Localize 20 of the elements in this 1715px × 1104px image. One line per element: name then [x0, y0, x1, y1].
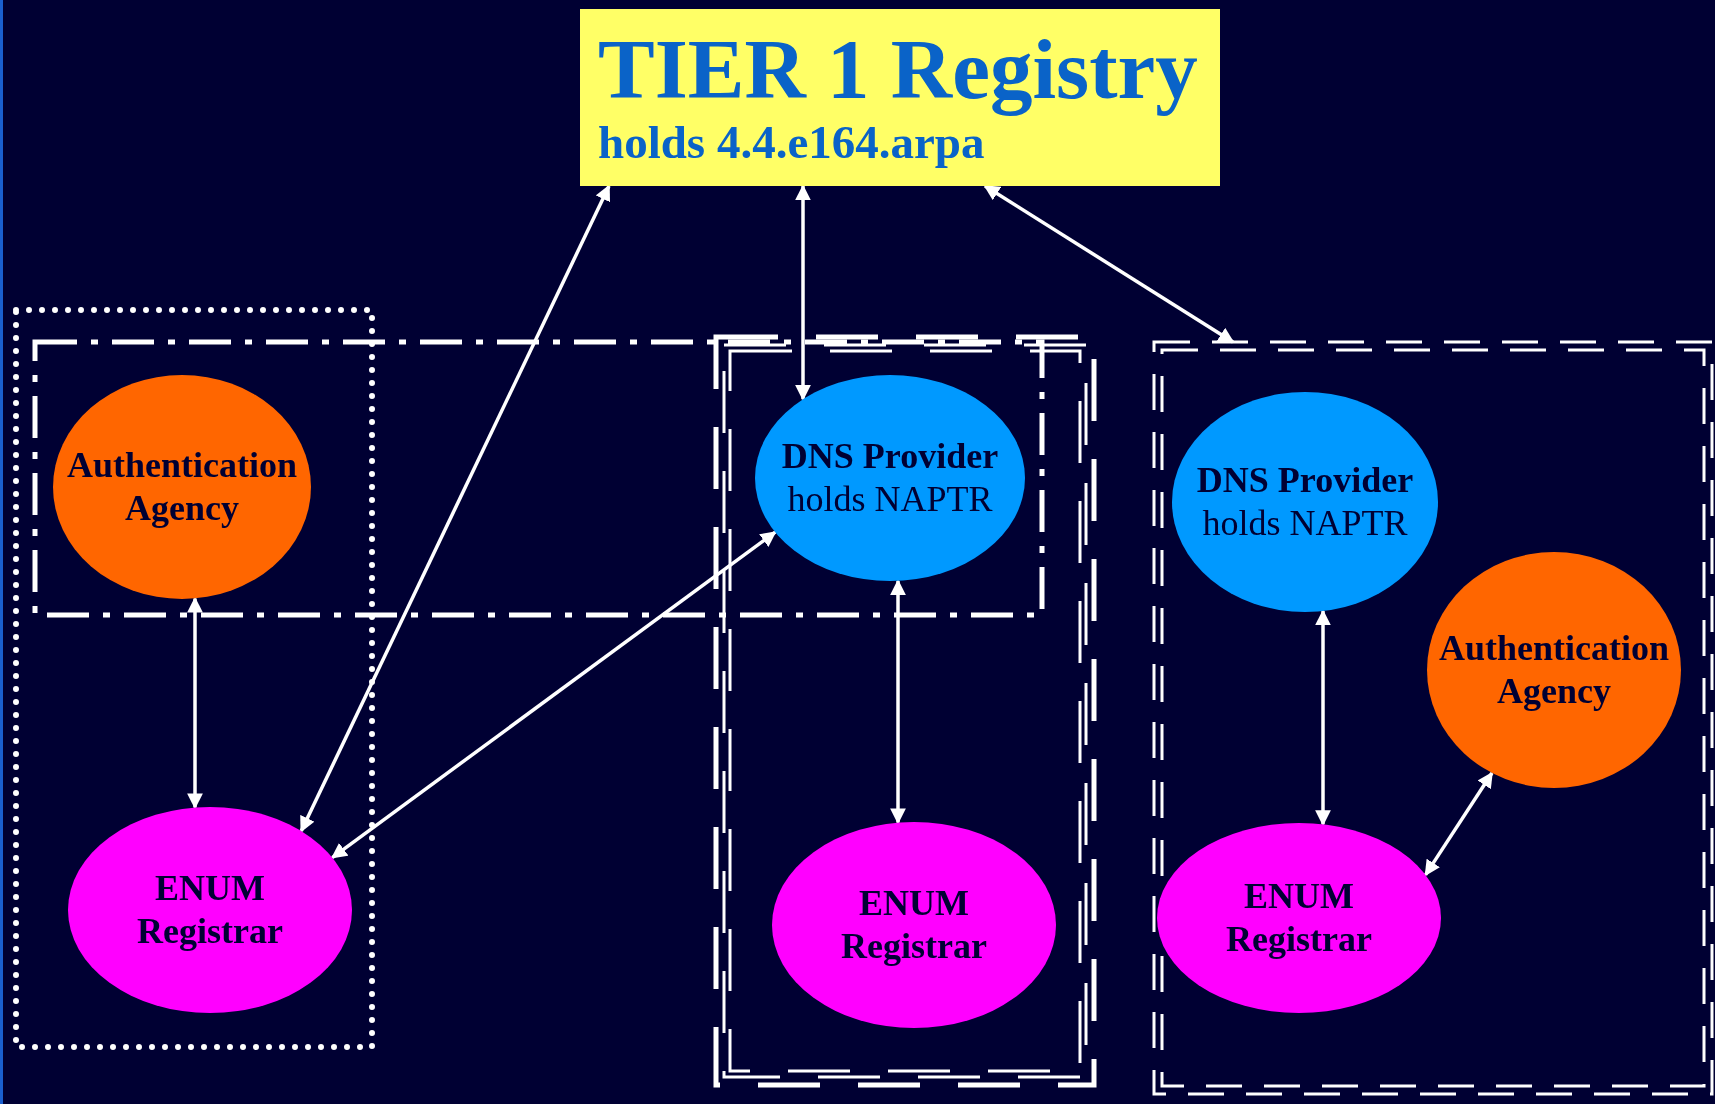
double-arrow: [795, 184, 811, 401]
double-arrow: [331, 530, 777, 860]
double-arrow: [890, 579, 906, 825]
double-arrow: [187, 596, 203, 810]
double-arrow: [299, 184, 611, 833]
node-title: ENUM Registrar: [136, 866, 284, 953]
double-arrow: [1315, 609, 1331, 826]
node-title: ENUM Registrar: [1225, 874, 1373, 961]
node-title: DNS Provider: [1196, 458, 1414, 502]
registry-subtitle: holds 4.4.e164.arpa: [598, 116, 985, 171]
double-arrow: [983, 184, 1235, 344]
node-title: ENUM Registrar: [840, 881, 988, 968]
node-subtitle: holds NAPTR: [1202, 502, 1408, 545]
registry-box: [580, 9, 1220, 186]
node-title: Authentication Agency: [66, 443, 298, 530]
registry-title: TIER 1 Registry: [598, 25, 1198, 115]
node-subtitle: holds NAPTR: [787, 478, 993, 521]
node-title: DNS Provider: [781, 434, 999, 478]
node-title: Authentication Agency: [1438, 626, 1670, 713]
double-arrow: [1424, 771, 1494, 877]
